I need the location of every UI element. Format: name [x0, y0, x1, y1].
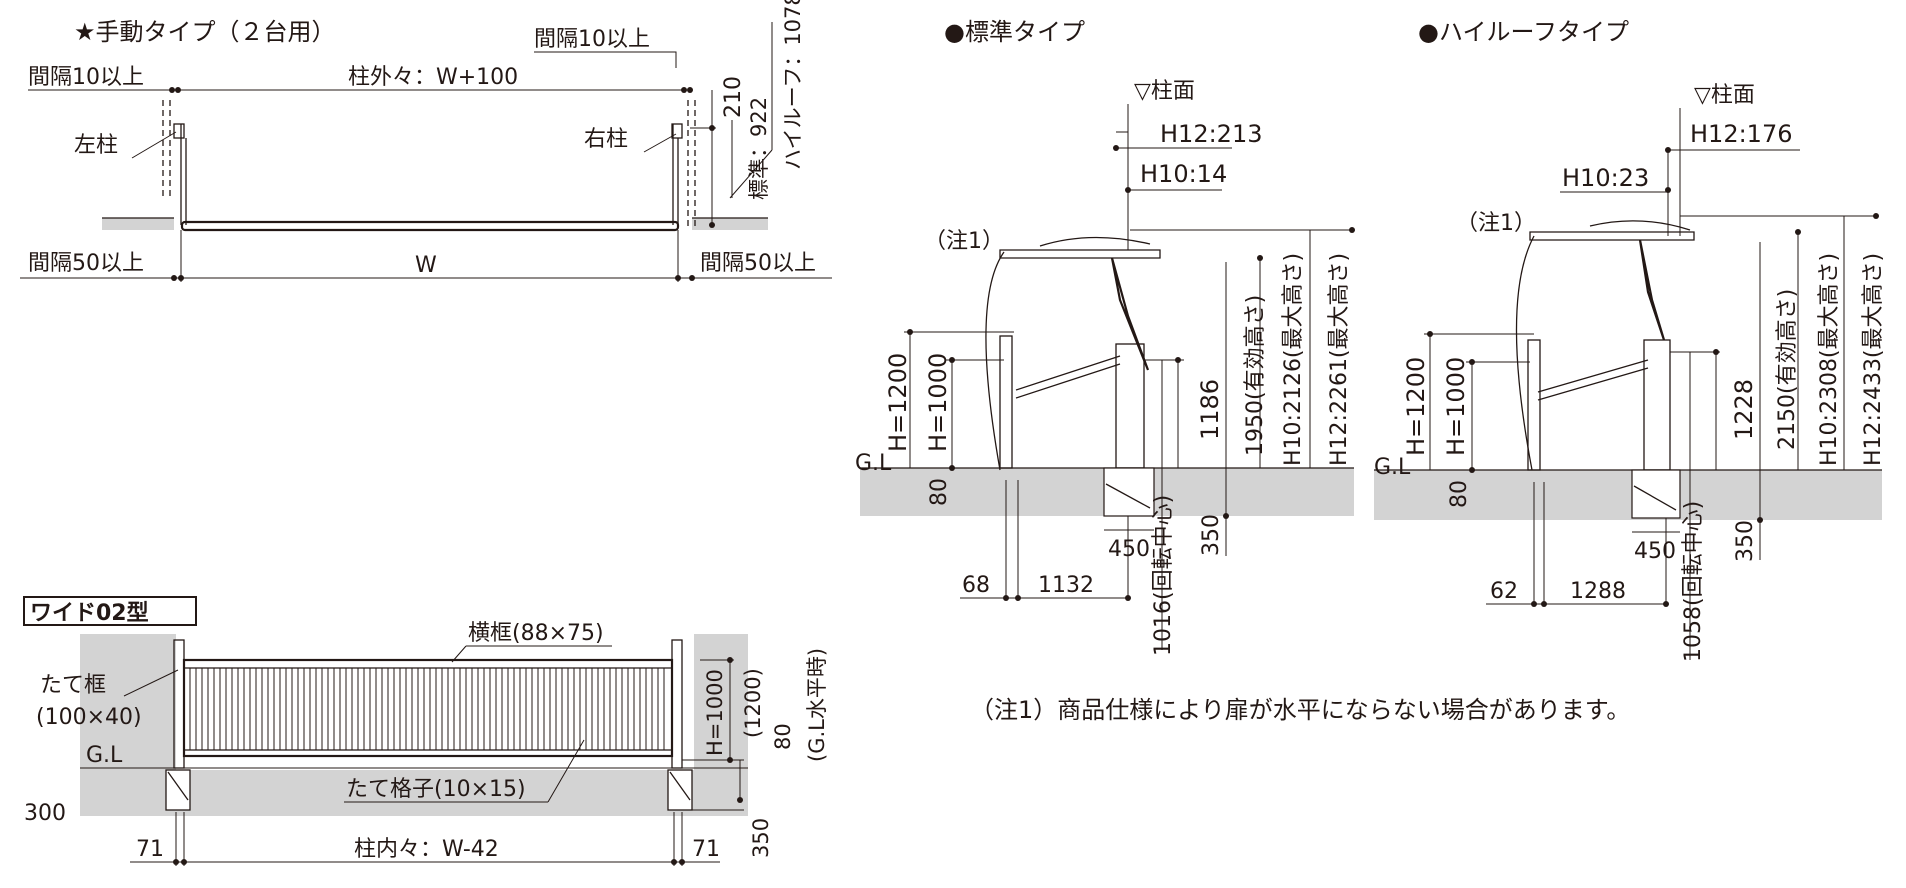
- hr-rot-center: 1058(回転中心): [1681, 501, 1706, 662]
- hr-h10-max: H10:2308(最大高さ): [1817, 253, 1842, 466]
- dim-300: 300: [24, 801, 66, 826]
- wide-h1200: (1200): [741, 668, 765, 738]
- manual-title: ★手動タイプ（２台用）: [74, 18, 336, 46]
- manual-type-plan: ★手動タイプ（２台用） 間隔10以上 間隔10以上 柱外々：W+100 左柱: [20, 0, 832, 282]
- post-inner-label: 柱内々：W-42: [354, 837, 499, 862]
- yokowaku-label: 横框(88×75): [468, 621, 604, 646]
- gap-top-left-label: 間隔10以上: [28, 65, 144, 90]
- wide02-title: ワイド02型: [30, 601, 149, 626]
- dim-210: 210: [721, 76, 746, 118]
- tatewaku-label: たて框: [40, 673, 106, 698]
- hr-h12-label: H12:176: [1690, 120, 1792, 148]
- std-dim-1132: 1132: [1038, 573, 1094, 598]
- std-h1200: H=1200: [884, 353, 912, 452]
- hr-h12-max: H12:2433(最大高さ): [1861, 253, 1886, 466]
- hr-dim-1288: 1288: [1570, 579, 1626, 604]
- hr-dim-450: 450: [1634, 539, 1676, 564]
- hr-h1200: H=1200: [1402, 357, 1430, 456]
- std-dim-1186: 1186: [1196, 379, 1224, 440]
- hi-height-label: ハイルーフ：1078: [781, 0, 805, 170]
- std-dim-80: 80: [927, 478, 952, 506]
- vertical-lattice: [189, 668, 665, 750]
- post-outer-label: 柱外々：W+100: [348, 65, 518, 90]
- gl-level-label: (G.L水平時): [805, 648, 829, 762]
- hr-post-face: ▽柱面: [1694, 83, 1755, 108]
- hr-gl: G.L: [1374, 455, 1411, 480]
- dim-71-right: 71: [692, 837, 720, 862]
- hr-eff-height: 2150(有効高さ): [1775, 289, 1800, 450]
- wide-gl-label: G.L: [86, 743, 123, 768]
- gap-top-right-label: 間隔10以上: [534, 27, 650, 52]
- std-eff-height: 1950(有効高さ): [1243, 295, 1268, 456]
- left-post-label: 左柱: [74, 133, 118, 158]
- dim-71-left: 71: [136, 837, 164, 862]
- standard-type-elevation: ●標準タイプ ▽柱面 H12:213 H10:14 （注1） G.L H=120…: [855, 18, 1355, 656]
- tatewaku-size-label: (100×40): [36, 705, 142, 730]
- wide-dim-80: 80: [771, 723, 795, 750]
- hr-note1: （注1）: [1456, 211, 1536, 236]
- std-dim-350: 350: [1199, 514, 1224, 556]
- hr-dim-350: 350: [1733, 520, 1758, 562]
- standard-title: ●標準タイプ: [944, 18, 1085, 46]
- hr-h10-label: H10:23: [1562, 164, 1649, 192]
- std-gl: G.L: [855, 451, 892, 476]
- std-dim-68: 68: [962, 573, 990, 598]
- std-h10-label: H10:14: [1140, 160, 1227, 188]
- std-h10-max: H10:2126(最大高さ): [1281, 253, 1306, 466]
- std-dim-450: 450: [1108, 537, 1150, 562]
- std-height-label: 標準：922: [747, 97, 771, 200]
- std-note1: （注1）: [924, 229, 1004, 254]
- wide-h1000: H=1000: [703, 669, 727, 756]
- highroof-title: ●ハイルーフタイプ: [1418, 18, 1629, 46]
- std-post-face: ▽柱面: [1134, 79, 1195, 104]
- std-h1000: H=1000: [924, 353, 952, 452]
- gap-bottom-right-label: 間隔50以上: [700, 251, 816, 276]
- right-post-label: 右柱: [584, 127, 628, 152]
- lattice-label: たて格子(10×15): [346, 777, 526, 802]
- hr-dim-80: 80: [1447, 480, 1472, 508]
- hr-h1000: H=1000: [1442, 357, 1470, 456]
- hr-dim-62: 62: [1490, 579, 1518, 604]
- wide-dim-350: 350: [749, 818, 773, 858]
- highroof-type-elevation: ●ハイルーフタイプ ▽柱面 H12:176 H10:23 （注1） G.L H=…: [1374, 18, 1886, 662]
- std-rot-center: 1016(回転中心): [1151, 495, 1176, 656]
- gap-bottom-left-label: 間隔50以上: [28, 251, 144, 276]
- width-label: W: [415, 253, 437, 278]
- hr-dim-1228: 1228: [1730, 379, 1758, 440]
- std-h12-label: H12:213: [1160, 120, 1262, 148]
- wide02-elevation: ワイド02型 横框(88×75) たて框 (100×40) G.L たて格子(1…: [23, 596, 829, 866]
- std-h12-max: H12:2261(最大高さ): [1327, 253, 1352, 466]
- spec-note: （注1）商品仕様により扉が水平にならない場合があります。: [970, 696, 1630, 724]
